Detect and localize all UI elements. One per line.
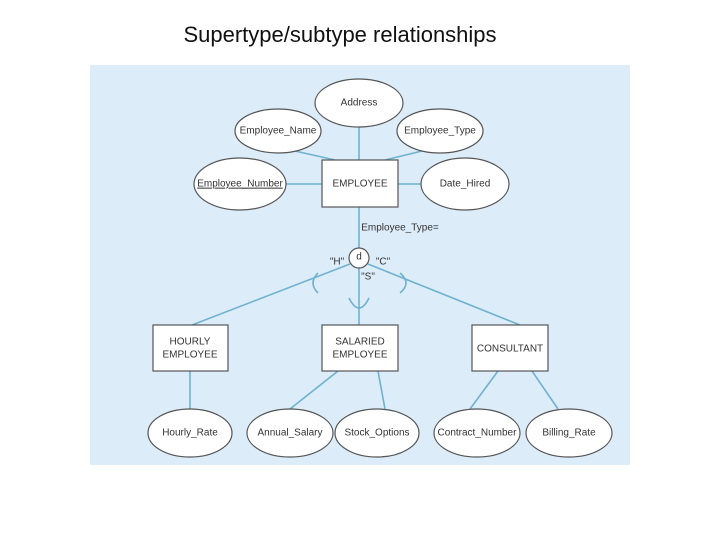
disjoint-circle: d: [348, 247, 370, 269]
svg-text:Stock_Options: Stock_Options: [344, 428, 409, 439]
svg-text:Annual_Salary: Annual_Salary: [257, 428, 322, 439]
value-hourly: "H": [330, 257, 345, 268]
entity-consultant[interactable]: CONSULTANT: [471, 324, 549, 372]
entity-salaried-employee[interactable]: SALARIED EMPLOYEE: [321, 324, 399, 372]
attribute-hourly-rate[interactable]: Hourly_Rate: [147, 408, 233, 458]
svg-text:EMPLOYEE: EMPLOYEE: [162, 350, 217, 361]
attribute-stock-options[interactable]: Stock_Options: [334, 408, 420, 458]
subset-arc-salaried: [348, 297, 370, 309]
svg-text:EMPLOYEE: EMPLOYEE: [332, 179, 387, 190]
svg-text:Employee_Type: Employee_Type: [404, 126, 476, 137]
attribute-employee-name[interactable]: Employee_Name: [234, 108, 322, 154]
entity-hourly-employee[interactable]: HOURLY EMPLOYEE: [152, 324, 229, 372]
svg-text:SALARIED: SALARIED: [335, 337, 384, 348]
attribute-address[interactable]: Address: [314, 78, 404, 128]
svg-text:Billing_Rate: Billing_Rate: [542, 428, 596, 439]
svg-text:d: d: [356, 252, 362, 263]
attribute-employee-type[interactable]: Employee_Type: [396, 108, 484, 154]
svg-text:EMPLOYEE: EMPLOYEE: [332, 350, 387, 361]
svg-text:Address: Address: [341, 98, 378, 109]
attribute-contract-number[interactable]: Contract_Number: [433, 408, 521, 458]
slide-title: Supertype/subtype relationships: [183, 22, 497, 47]
svg-text:Hourly_Rate: Hourly_Rate: [162, 428, 218, 439]
attribute-billing-rate[interactable]: Billing_Rate: [525, 408, 613, 458]
svg-text:CONSULTANT: CONSULTANT: [477, 344, 543, 355]
subset-arc-consultant: [399, 272, 407, 294]
svg-text:Date_Hired: Date_Hired: [440, 179, 491, 190]
discriminator-label: Employee_Type=: [361, 223, 439, 234]
svg-text:Contract_Number: Contract_Number: [438, 428, 518, 439]
entity-employee[interactable]: EMPLOYEE: [321, 159, 399, 208]
svg-text:Employee_Name: Employee_Name: [240, 126, 317, 137]
svg-text:Employee_Number: Employee_Number: [197, 179, 283, 190]
attribute-employee-number[interactable]: Employee_Number: [193, 157, 287, 211]
connectors: [189, 127, 559, 410]
attribute-annual-salary[interactable]: Annual_Salary: [246, 408, 334, 458]
attribute-date-hired[interactable]: Date_Hired: [420, 157, 510, 211]
subset-arc-hourly: [312, 272, 319, 294]
value-consultant: "C": [376, 257, 391, 268]
value-salaried: "S": [361, 272, 375, 283]
svg-text:HOURLY: HOURLY: [170, 337, 211, 348]
